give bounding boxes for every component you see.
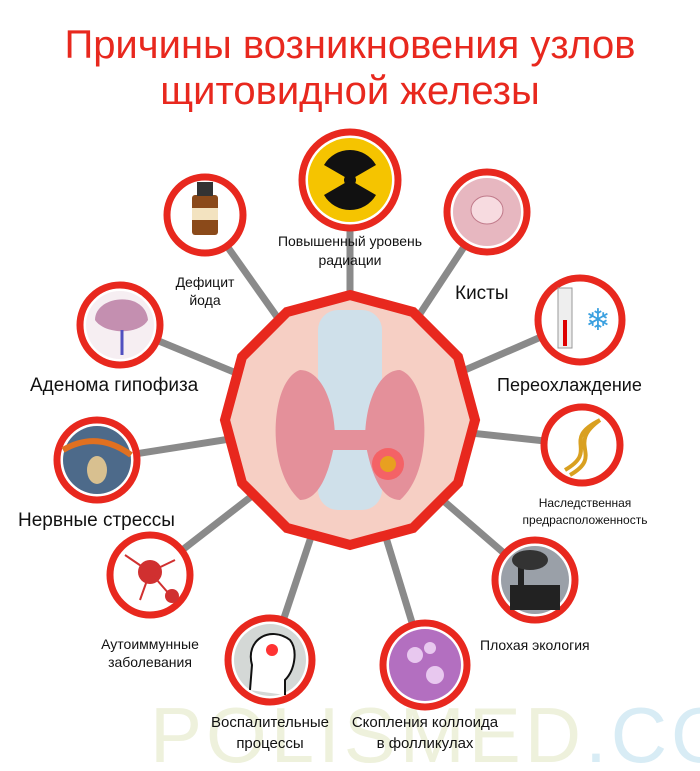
cysts-label: Кисты xyxy=(455,283,509,304)
stress-label: Нервные стрессы xyxy=(18,510,175,531)
inflamed-head-icon xyxy=(234,624,306,696)
autoimmune-cell-icon xyxy=(124,554,179,603)
scream-painting-icon xyxy=(61,426,133,494)
thyroid-center xyxy=(219,289,481,551)
colloid-cells-icon xyxy=(389,629,461,701)
radiation-icon xyxy=(308,138,392,222)
hypothermia-label: Переохлаждение xyxy=(497,375,642,395)
svg-text:❄: ❄ xyxy=(585,304,610,337)
title-line-1: Причины возникновения узлов xyxy=(64,23,636,67)
thermometer-snowflake-icon: ❄ xyxy=(557,287,611,349)
brain-pituitary-icon xyxy=(86,291,154,359)
dna-icon xyxy=(564,418,602,477)
watermark: POLISMED.COM xyxy=(150,691,700,771)
title-line-2: щитовидной железы xyxy=(160,69,540,113)
ecology-label: Плохая экология xyxy=(480,637,590,653)
pituitary-label: Аденома гипофиза xyxy=(30,375,199,396)
cyst-icon xyxy=(453,178,521,246)
iodine-bottle-icon xyxy=(192,182,218,235)
factory-smoke-icon xyxy=(501,546,569,614)
